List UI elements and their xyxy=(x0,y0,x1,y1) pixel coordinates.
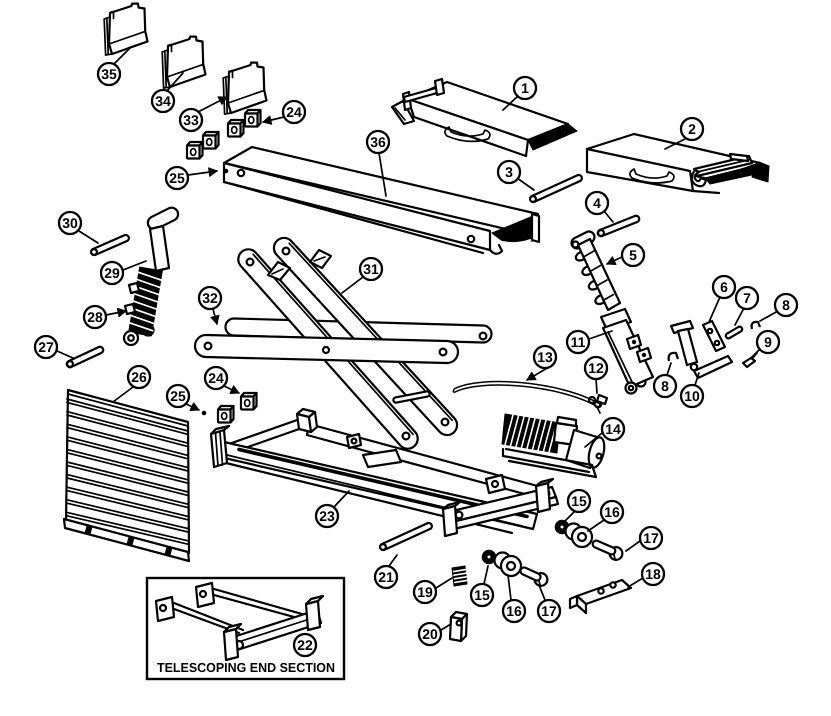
svg-text:12: 12 xyxy=(588,360,604,376)
svg-text:13: 13 xyxy=(537,349,553,365)
svg-text:14: 14 xyxy=(605,421,621,437)
svg-text:21: 21 xyxy=(378,569,394,585)
svg-text:32: 32 xyxy=(202,290,218,306)
svg-text:6: 6 xyxy=(720,279,728,295)
svg-text:35: 35 xyxy=(101,66,117,82)
svg-text:7: 7 xyxy=(743,290,751,306)
svg-text:10: 10 xyxy=(684,388,700,404)
svg-text:8: 8 xyxy=(661,378,669,394)
svg-text:24: 24 xyxy=(208,370,224,386)
svg-text:11: 11 xyxy=(571,334,586,350)
svg-text:27: 27 xyxy=(38,339,54,355)
svg-text:5: 5 xyxy=(629,247,637,263)
svg-text:1: 1 xyxy=(521,80,529,96)
svg-text:17: 17 xyxy=(541,603,557,619)
svg-text:25: 25 xyxy=(169,170,185,186)
svg-text:8: 8 xyxy=(782,297,790,313)
svg-text:3: 3 xyxy=(505,164,513,180)
svg-text:24: 24 xyxy=(286,104,302,120)
svg-text:2: 2 xyxy=(688,121,696,137)
svg-text:33: 33 xyxy=(183,112,199,128)
svg-text:18: 18 xyxy=(645,566,661,582)
svg-text:28: 28 xyxy=(87,309,103,325)
svg-text:34: 34 xyxy=(155,93,171,109)
svg-text:19: 19 xyxy=(417,584,433,600)
svg-text:TELESCOPING END SECTION: TELESCOPING END SECTION xyxy=(157,660,335,675)
svg-text:30: 30 xyxy=(62,215,78,231)
svg-text:25: 25 xyxy=(170,388,186,404)
svg-text:16: 16 xyxy=(506,603,522,619)
svg-text:9: 9 xyxy=(764,334,772,350)
svg-text:17: 17 xyxy=(643,530,659,546)
svg-text:23: 23 xyxy=(319,508,335,524)
svg-text:36: 36 xyxy=(370,134,386,150)
svg-text:29: 29 xyxy=(104,265,120,281)
svg-text:15: 15 xyxy=(474,587,490,603)
svg-text:31: 31 xyxy=(363,261,379,277)
svg-text:26: 26 xyxy=(131,369,147,385)
svg-text:15: 15 xyxy=(571,493,587,509)
svg-text:20: 20 xyxy=(422,626,438,642)
svg-text:16: 16 xyxy=(604,504,620,520)
svg-text:22: 22 xyxy=(297,637,313,653)
svg-text:4: 4 xyxy=(593,195,601,211)
